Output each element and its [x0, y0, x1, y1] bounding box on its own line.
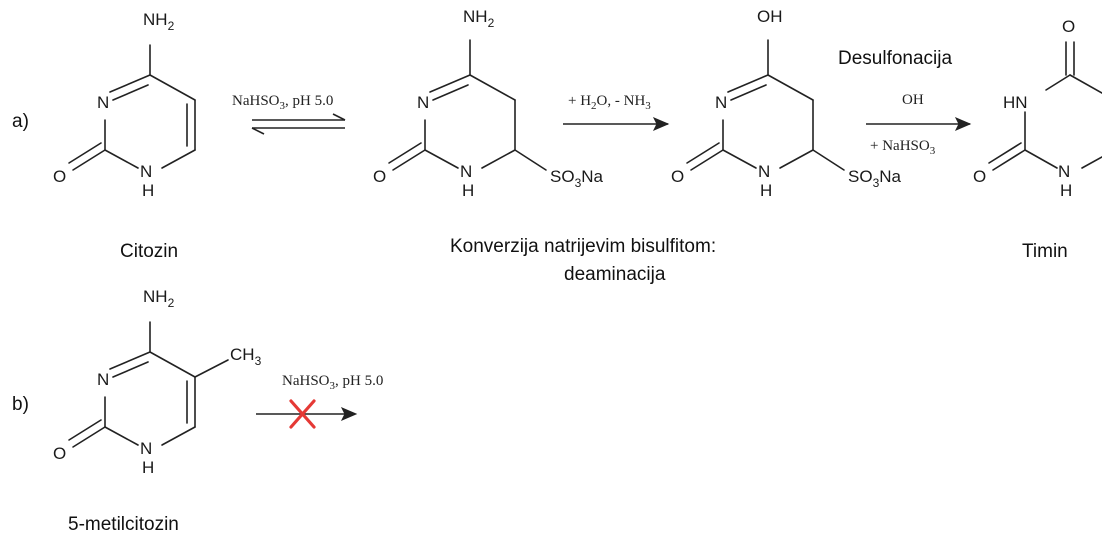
condition-step1: NaHSO3, pH 5.0 — [232, 93, 333, 112]
so3na-label: SO3Na — [550, 167, 604, 190]
atom-n: N — [715, 93, 727, 112]
atom-o: O — [973, 167, 986, 186]
desulfonation-title: Desulfonacija — [838, 48, 952, 69]
atom-o: O — [53, 167, 66, 186]
atom-o: O — [373, 167, 386, 186]
atom-n: N — [97, 93, 109, 112]
caption-timin: Timin — [1022, 241, 1068, 262]
row-label-b: b) — [12, 394, 29, 415]
atom-h: H — [142, 458, 154, 477]
atom-o-top: O — [1062, 17, 1075, 36]
caption-metilcitozin: 5-metilcitozin — [68, 514, 179, 535]
atom-h: H — [462, 181, 474, 200]
atom-n: N — [97, 370, 109, 389]
atom-n-ring: N — [460, 162, 472, 181]
so3na-label: SO3Na — [848, 167, 902, 190]
nh2-label: NH2 — [463, 7, 495, 30]
ch3-label: CH3 — [230, 345, 262, 368]
atom-h: H — [1060, 181, 1072, 200]
caption-citozin: Citozin — [120, 241, 178, 262]
condition-step3-above: OH — [902, 92, 924, 108]
blocked-x-icon — [289, 399, 316, 429]
deamination-arrow: + H2O, - NH3 — [563, 93, 670, 131]
atom-n: N — [417, 93, 429, 112]
timin-structure: O HN N H O — [973, 17, 1102, 200]
atom-h: H — [142, 181, 154, 200]
atom-n-ring: N — [758, 162, 770, 181]
equilibrium-arrow: NaHSO3, pH 5.0 — [232, 93, 346, 135]
caption-conversion-line1: Konverzija natrijevim bisulfitom: — [450, 236, 716, 257]
desulfonation-arrow: Desulfonacija OH + NaHSO3 — [838, 48, 972, 157]
nh2-label: NH2 — [143, 10, 175, 33]
atom-hn: HN — [1003, 93, 1028, 112]
row-label-a: a) — [12, 111, 29, 132]
cytosine-structure: NH2 N N H O — [53, 10, 196, 200]
condition-step3-below: + NaHSO3 — [870, 138, 936, 157]
caption-conversion-line2: deaminacija — [564, 264, 666, 285]
nh2-label: NH2 — [143, 287, 175, 310]
atom-n-ring: N — [140, 162, 152, 181]
condition-step2: + H2O, - NH3 — [568, 93, 651, 112]
atom-o: O — [53, 444, 66, 463]
atom-o: O — [671, 167, 684, 186]
blocked-arrow: NaHSO3, pH 5.0 — [256, 373, 383, 429]
oh-label: OH — [757, 7, 783, 26]
uracil-sulfonate-structure: OH N N H O SO3Na — [671, 7, 902, 200]
methylcytosine-structure: NH2 CH3 N N H O — [53, 287, 262, 477]
atom-h: H — [760, 181, 772, 200]
atom-n-ring: N — [1058, 162, 1070, 181]
condition-step-b: NaHSO3, pH 5.0 — [282, 373, 383, 392]
cytosine-sulfonate-structure: NH2 N N H O SO3Na — [373, 7, 604, 200]
atom-n-ring: N — [140, 439, 152, 458]
